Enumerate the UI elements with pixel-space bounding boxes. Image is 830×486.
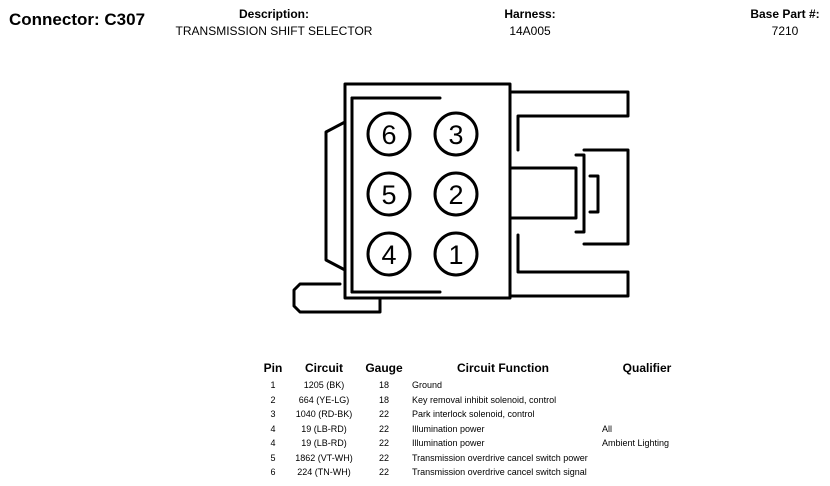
circuit-cell: 1862 (VT-WH) — [295, 452, 353, 463]
column-header-qualifier: Qualifier — [622, 361, 672, 375]
circuit-cell: 19 (LB-RD) — [301, 438, 347, 448]
function-cell: Key removal inhibit solenoid, control — [412, 394, 557, 405]
gauge-cell: 22 — [378, 438, 389, 448]
pin-cavity-6 — [366, 111, 412, 157]
connector-body-outline — [343, 82, 512, 300]
pin-cell: 1 — [270, 380, 276, 390]
base-part-label: Base Part #: — [750, 7, 820, 21]
circuit-cell: 1040 (RD-BK) — [295, 409, 353, 419]
qualifier-cell — [598, 465, 696, 480]
circuit-cell: 1205 (BK) — [303, 380, 345, 390]
function-cell: Transmission overdrive cancel switch pow… — [412, 452, 588, 463]
gauge-cell: 18 — [378, 380, 389, 390]
table-row: 4 19 (LB-RD) 22 Illumination power All — [258, 422, 696, 437]
base-part-block: Base Part #: 7210 — [740, 7, 830, 38]
pin-cell: 3 — [270, 409, 276, 419]
qualifier-cell — [598, 393, 696, 408]
function-cell: Transmission overdrive cancel switch sig… — [412, 467, 587, 477]
pin-cavity-5 — [366, 171, 412, 217]
harness-block: Harness: 14A005 — [480, 7, 580, 38]
gauge-cell: 22 — [378, 423, 389, 434]
connector-right-top-arm — [508, 90, 630, 152]
function-cell: Park interlock solenoid, control — [412, 409, 535, 419]
connector-left-rib — [324, 120, 347, 272]
description-value: TRANSMISSION SHIFT SELECTOR — [175, 24, 373, 38]
qualifier-cell: All — [602, 423, 613, 434]
circuit-cell: 19 (LB-RD) — [301, 423, 347, 434]
qualifier-cell: Ambient Lighting — [602, 438, 670, 448]
qualifier-cell — [598, 407, 696, 422]
qualifier-cell — [598, 378, 696, 393]
circuit-cell: 224 (TN-WH) — [297, 467, 351, 477]
pin-number-label: 3 — [448, 120, 463, 150]
connector-bottom-latch — [292, 282, 382, 314]
connector-lock-nub — [588, 174, 600, 214]
table-row: 3 1040 (RD-BK) 22 Park interlock solenoid, … — [258, 407, 696, 422]
description-label: Description: — [238, 7, 309, 21]
base-part-value: 7210 — [771, 24, 799, 38]
pin-number-label: 2 — [448, 180, 463, 210]
qualifier-cell — [598, 451, 696, 466]
column-header-circuit: Circuit — [304, 361, 343, 375]
column-header-gauge: Gauge — [365, 361, 403, 375]
connector-title: Connector: C307 — [9, 10, 146, 29]
table-row: 2 664 (YE-LG) 18 Key removal inhibit soleno… — [258, 393, 696, 408]
connector-center-tab — [508, 166, 578, 220]
pin-cavity-3 — [433, 111, 479, 157]
gauge-cell: 22 — [378, 409, 389, 419]
pin-cell: 6 — [270, 467, 276, 477]
pin-cell: 5 — [270, 452, 276, 463]
table-row: 1 1205 (BK) 18 Ground — [258, 378, 696, 393]
column-header-pin: Pin — [263, 361, 283, 375]
pin-cell: 4 — [270, 423, 276, 434]
pin-cavity-4 — [366, 231, 412, 277]
gauge-cell: 22 — [378, 467, 389, 477]
function-cell: Illumination power — [412, 438, 485, 448]
description-block: Description: TRANSMISSION SHIFT SELECTOR — [170, 7, 378, 38]
function-cell: Illumination power — [412, 423, 485, 434]
connector-center-tab-latch — [582, 148, 630, 246]
pin-cavity-1 — [433, 231, 479, 277]
connector-center-tab-end — [574, 153, 586, 234]
pin-cell: 2 — [270, 394, 276, 405]
harness-value: 14A005 — [509, 24, 551, 38]
pin-number-label: 4 — [381, 240, 396, 270]
table-row: 4 19 (LB-RD) 22 Illumination power Ambient L… — [258, 436, 696, 451]
gauge-cell: 18 — [378, 394, 389, 405]
pin-number-label: 1 — [448, 240, 463, 270]
connector-right-bottom-arm — [508, 233, 630, 298]
table-row: 6 224 (TN-WH) 22 Transmission overdrive can… — [258, 465, 696, 480]
pin-number-label: 5 — [381, 180, 396, 210]
column-header-function: Circuit Function — [457, 361, 549, 375]
function-cell: Ground — [412, 380, 443, 390]
pinout-header-row: Pin Circuit Gauge Circuit Function Quali… — [258, 361, 696, 378]
circuit-cell: 664 (YE-LG) — [298, 394, 350, 405]
pin-number-label: 6 — [381, 120, 396, 150]
gauge-cell: 22 — [378, 452, 389, 463]
table-row: 5 1862 (VT-WH) 22 Transmission overdrive ca… — [258, 451, 696, 466]
harness-label: Harness: — [504, 7, 556, 21]
pinout-table: Pin Circuit Gauge Circuit Function Quali… — [258, 361, 696, 480]
pin-cell: 4 — [270, 438, 276, 448]
pin-cavity-2 — [433, 171, 479, 217]
